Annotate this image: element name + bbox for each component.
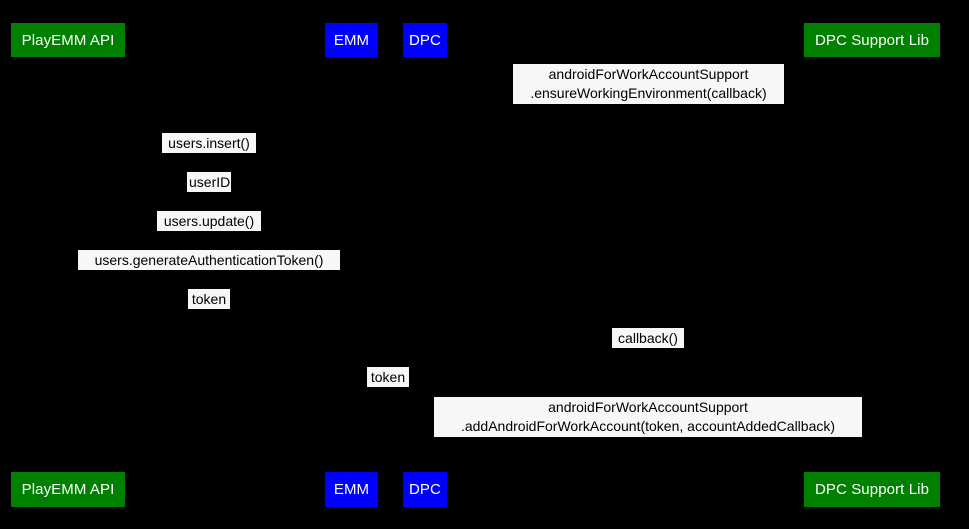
- message-add-android-for-work-account: androidForWorkAccountSupport .addAndroid…: [434, 397, 862, 437]
- participant-emm-bottom[interactable]: EMM: [325, 472, 378, 507]
- participant-playemm-api-top[interactable]: PlayEMM API: [11, 23, 125, 57]
- participant-label: PlayEMM API: [21, 481, 115, 498]
- message-token-to-emm: token: [188, 289, 230, 309]
- message-ensure-working-environment: androidForWorkAccountSupport .ensureWork…: [513, 64, 784, 104]
- message-users-insert: users.insert(): [162, 133, 256, 153]
- participant-label: DPC Support Lib: [814, 31, 930, 49]
- message-callback: callback(): [612, 328, 684, 348]
- lifeline-dpc-support-lib: [872, 57, 873, 472]
- participant-label: DPC Support Lib: [814, 481, 930, 498]
- participant-dpc-top[interactable]: DPC: [403, 23, 447, 57]
- lifeline-emm: [351, 57, 352, 472]
- participant-dpc-bottom[interactable]: DPC: [403, 472, 447, 507]
- message-userid: userID: [187, 172, 231, 192]
- message-generate-authentication-token: users.generateAuthenticationToken(): [78, 250, 340, 270]
- participant-label: PlayEMM API: [21, 31, 115, 49]
- participant-playemm-api-bottom[interactable]: PlayEMM API: [11, 472, 125, 507]
- participant-dpc-support-lib-top[interactable]: DPC Support Lib: [804, 23, 940, 57]
- message-users-update: users.update(): [157, 211, 261, 231]
- participant-label: EMM: [333, 481, 370, 498]
- participant-emm-top[interactable]: EMM: [325, 23, 378, 57]
- lifeline-dpc: [425, 57, 426, 472]
- message-token-to-dpc: token: [367, 367, 409, 387]
- participant-dpc-support-lib-bottom[interactable]: DPC Support Lib: [804, 472, 940, 507]
- participant-label: EMM: [333, 31, 370, 49]
- participant-label: DPC: [409, 481, 441, 498]
- lifeline-playemm-api: [68, 57, 69, 472]
- participant-label: DPC: [409, 31, 441, 49]
